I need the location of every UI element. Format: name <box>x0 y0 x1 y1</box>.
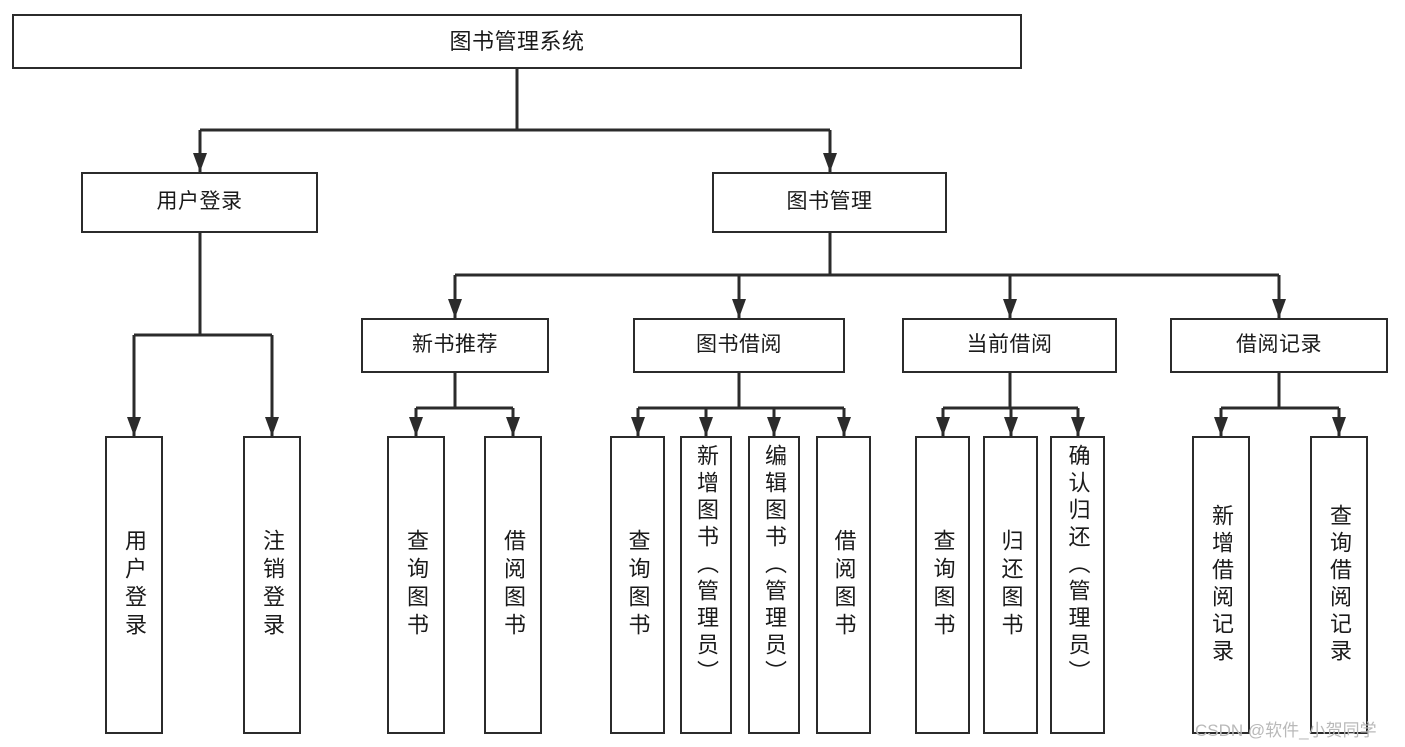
node-label-leaf-borrow-book-1: 借阅图书 <box>501 529 526 641</box>
node-label-new-book-recommend: 新书推荐 <box>412 333 498 357</box>
arrowhead-leaf-query-book-3 <box>936 417 950 436</box>
node-label-root: 图书管理系统 <box>449 28 585 54</box>
node-label-leaf-edit-book-admin: 编辑图书（管理员） <box>762 444 787 687</box>
arrowhead-leaf-query-book-1 <box>409 417 423 436</box>
node-label-leaf-query-borrow-record: 查询借阅记录 <box>1327 504 1352 666</box>
node-current-borrow[interactable]: 当前借阅 <box>902 318 1117 373</box>
node-label-book-manage: 图书管理 <box>786 190 873 214</box>
node-leaf-borrow-book-1[interactable]: 借阅图书 <box>484 436 542 734</box>
watermark: CSDN @软件_小贺同学 <box>1195 721 1377 740</box>
node-root[interactable]: 图书管理系统 <box>12 14 1022 69</box>
node-leaf-return-book[interactable]: 归还图书 <box>983 436 1038 734</box>
node-book-manage[interactable]: 图书管理 <box>712 172 947 233</box>
node-label-leaf-add-book-admin: 新增图书（管理员） <box>694 444 719 687</box>
node-new-book-recommend[interactable]: 新书推荐 <box>361 318 549 373</box>
node-label-user-login: 用户登录 <box>156 190 243 214</box>
arrowhead-leaf-confirm-return-admin <box>1071 417 1085 436</box>
node-label-borrow-record: 借阅记录 <box>1236 333 1322 357</box>
node-label-book-borrow: 图书借阅 <box>696 333 782 357</box>
arrowhead-book-borrow <box>732 299 746 318</box>
arrowhead-leaf-edit-book-admin <box>767 417 781 436</box>
arrowhead-leaf-user-logout <box>265 417 279 436</box>
node-label-leaf-add-borrow-record: 新增借阅记录 <box>1209 504 1234 666</box>
arrowhead-current-borrow <box>1003 299 1017 318</box>
node-label-leaf-return-book: 归还图书 <box>998 529 1024 641</box>
node-label-leaf-query-book-2: 查询图书 <box>625 529 651 641</box>
arrowhead-leaf-borrow-book-1 <box>506 417 520 436</box>
arrowhead-leaf-add-borrow-record <box>1214 417 1228 436</box>
node-user-login[interactable]: 用户登录 <box>81 172 318 233</box>
node-leaf-query-book-2[interactable]: 查询图书 <box>610 436 665 734</box>
arrowhead-leaf-borrow-book-2 <box>837 417 851 436</box>
arrowhead-leaf-query-book-2 <box>631 417 645 436</box>
node-leaf-edit-book-admin[interactable]: 编辑图书（管理员） <box>748 436 800 734</box>
node-borrow-record[interactable]: 借阅记录 <box>1170 318 1388 373</box>
node-leaf-add-borrow-record[interactable]: 新增借阅记录 <box>1192 436 1250 734</box>
arrowhead-user-login <box>193 153 207 172</box>
node-label-leaf-user-login: 用户登录 <box>122 529 147 641</box>
node-leaf-query-book-1[interactable]: 查询图书 <box>387 436 445 734</box>
node-label-leaf-query-book-1: 查询图书 <box>404 529 429 641</box>
arrowhead-leaf-add-book-admin <box>699 417 713 436</box>
node-label-leaf-user-logout: 注销登录 <box>260 529 285 641</box>
arrowhead-leaf-return-book <box>1004 417 1018 436</box>
node-leaf-confirm-return-admin[interactable]: 确认归还（管理员） <box>1050 436 1105 734</box>
node-label-current-borrow: 当前借阅 <box>966 333 1053 357</box>
node-leaf-user-logout[interactable]: 注销登录 <box>243 436 301 734</box>
node-leaf-user-login[interactable]: 用户登录 <box>105 436 163 734</box>
node-label-leaf-query-book-3: 查询图书 <box>930 529 956 641</box>
node-book-borrow[interactable]: 图书借阅 <box>633 318 845 373</box>
node-label-leaf-confirm-return-admin: 确认归还（管理员） <box>1065 444 1091 687</box>
node-leaf-query-book-3[interactable]: 查询图书 <box>915 436 970 734</box>
arrowhead-new-book-recommend <box>448 299 462 318</box>
arrowhead-leaf-query-borrow-record <box>1332 417 1346 436</box>
node-label-leaf-borrow-book-2: 借阅图书 <box>831 529 857 641</box>
arrowhead-book-manage <box>823 153 837 172</box>
node-leaf-add-book-admin[interactable]: 新增图书（管理员） <box>680 436 732 734</box>
node-leaf-borrow-book-2[interactable]: 借阅图书 <box>816 436 871 734</box>
arrowhead-leaf-user-login <box>127 417 141 436</box>
node-leaf-query-borrow-record[interactable]: 查询借阅记录 <box>1310 436 1368 734</box>
arrowhead-borrow-record <box>1272 299 1286 318</box>
